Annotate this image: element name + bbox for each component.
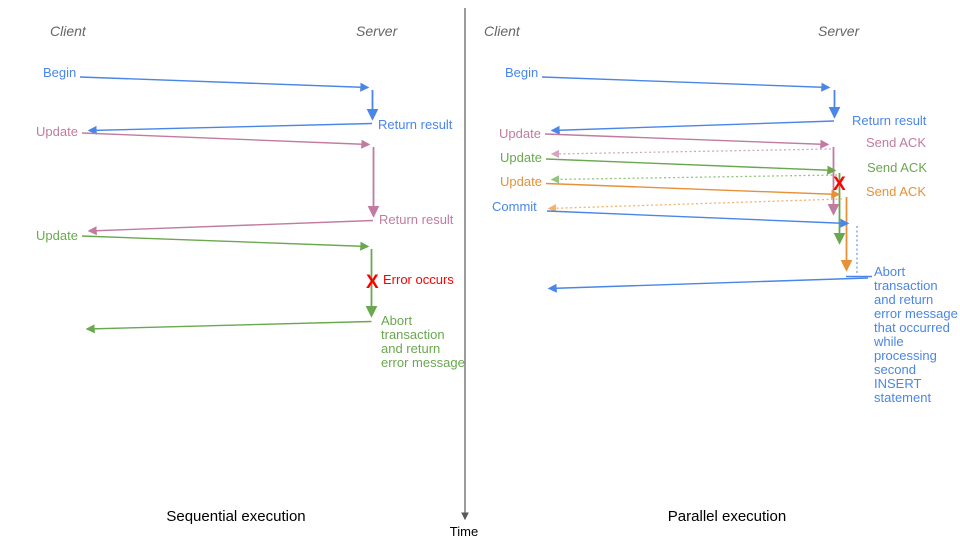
- abort-line: Abort: [381, 313, 412, 328]
- update2-request-arrow: [545, 158, 837, 175]
- abort-line: second: [874, 362, 916, 377]
- update3-ack-label: Send ACK: [866, 184, 926, 199]
- update3-label: Update: [500, 174, 542, 189]
- commit-label: Commit: [492, 199, 537, 214]
- update2-request-arrow: [81, 235, 370, 251]
- abort-line: statement: [874, 390, 931, 405]
- abort-line: Abort: [874, 264, 905, 279]
- abort-line: transaction: [874, 278, 938, 293]
- abort-line: that occurred: [874, 320, 950, 335]
- sequential-panel: Client Server Begin Return result Update…: [36, 23, 465, 525]
- update2-ack-label: Send ACK: [867, 160, 927, 175]
- abort-line: processing: [874, 348, 937, 363]
- parallel-title: Parallel execution: [668, 508, 786, 525]
- abort-line: and return: [874, 292, 933, 307]
- error-x-icon: X: [833, 174, 846, 195]
- error-x-icon: X: [366, 272, 379, 293]
- update1-response-arrow: [87, 219, 374, 236]
- abort-line: transaction: [381, 327, 445, 342]
- update2-label: Update: [36, 228, 78, 243]
- begin-label: Begin: [43, 65, 76, 80]
- abort-message-text: Abort transaction and return error messa…: [381, 313, 465, 370]
- begin-response-arrow: [87, 122, 373, 135]
- update2-label: Update: [500, 150, 542, 165]
- update1-request-arrow: [544, 133, 830, 149]
- begin-request-arrow: [79, 76, 370, 92]
- time-axis-label: Time: [450, 524, 478, 539]
- abort-line: INSERT: [874, 376, 921, 391]
- abort-line: error message: [874, 306, 958, 321]
- error-occurs-label: Error occurs: [383, 272, 454, 287]
- abort-response-arrow: [547, 277, 869, 293]
- abort-line: and return: [381, 341, 440, 356]
- begin-request-arrow: [541, 76, 831, 92]
- server-header: Server: [818, 23, 861, 39]
- begin-response-arrow: [550, 120, 835, 135]
- sequential-title: Sequential execution: [166, 508, 305, 525]
- abort-line: while: [873, 334, 904, 349]
- update3-request-arrow: [545, 182, 841, 199]
- update3-ack-arrow: [547, 198, 843, 213]
- begin-response-label: Return result: [378, 117, 453, 132]
- client-header: Client: [50, 23, 87, 39]
- parallel-panel: Client Server Begin Return result Update…: [484, 23, 958, 525]
- update2-ack-arrow: [550, 174, 838, 184]
- update1-label: Update: [36, 124, 78, 139]
- client-header: Client: [484, 23, 521, 39]
- update1-label: Update: [499, 126, 541, 141]
- begin-response-label: Return result: [852, 113, 927, 128]
- update1-response-label: Return result: [379, 212, 454, 227]
- commit-request-arrow: [546, 210, 850, 228]
- server-header: Server: [356, 23, 399, 39]
- abort-message-text: Abort transaction and return error messa…: [873, 264, 958, 405]
- begin-label: Begin: [505, 65, 538, 80]
- update1-ack-arrow: [550, 148, 832, 159]
- update1-request-arrow: [81, 132, 371, 149]
- abort-response-arrow: [85, 320, 372, 334]
- abort-line: error message: [381, 355, 465, 370]
- update1-ack-label: Send ACK: [866, 135, 926, 150]
- time-axis: Time: [450, 8, 478, 539]
